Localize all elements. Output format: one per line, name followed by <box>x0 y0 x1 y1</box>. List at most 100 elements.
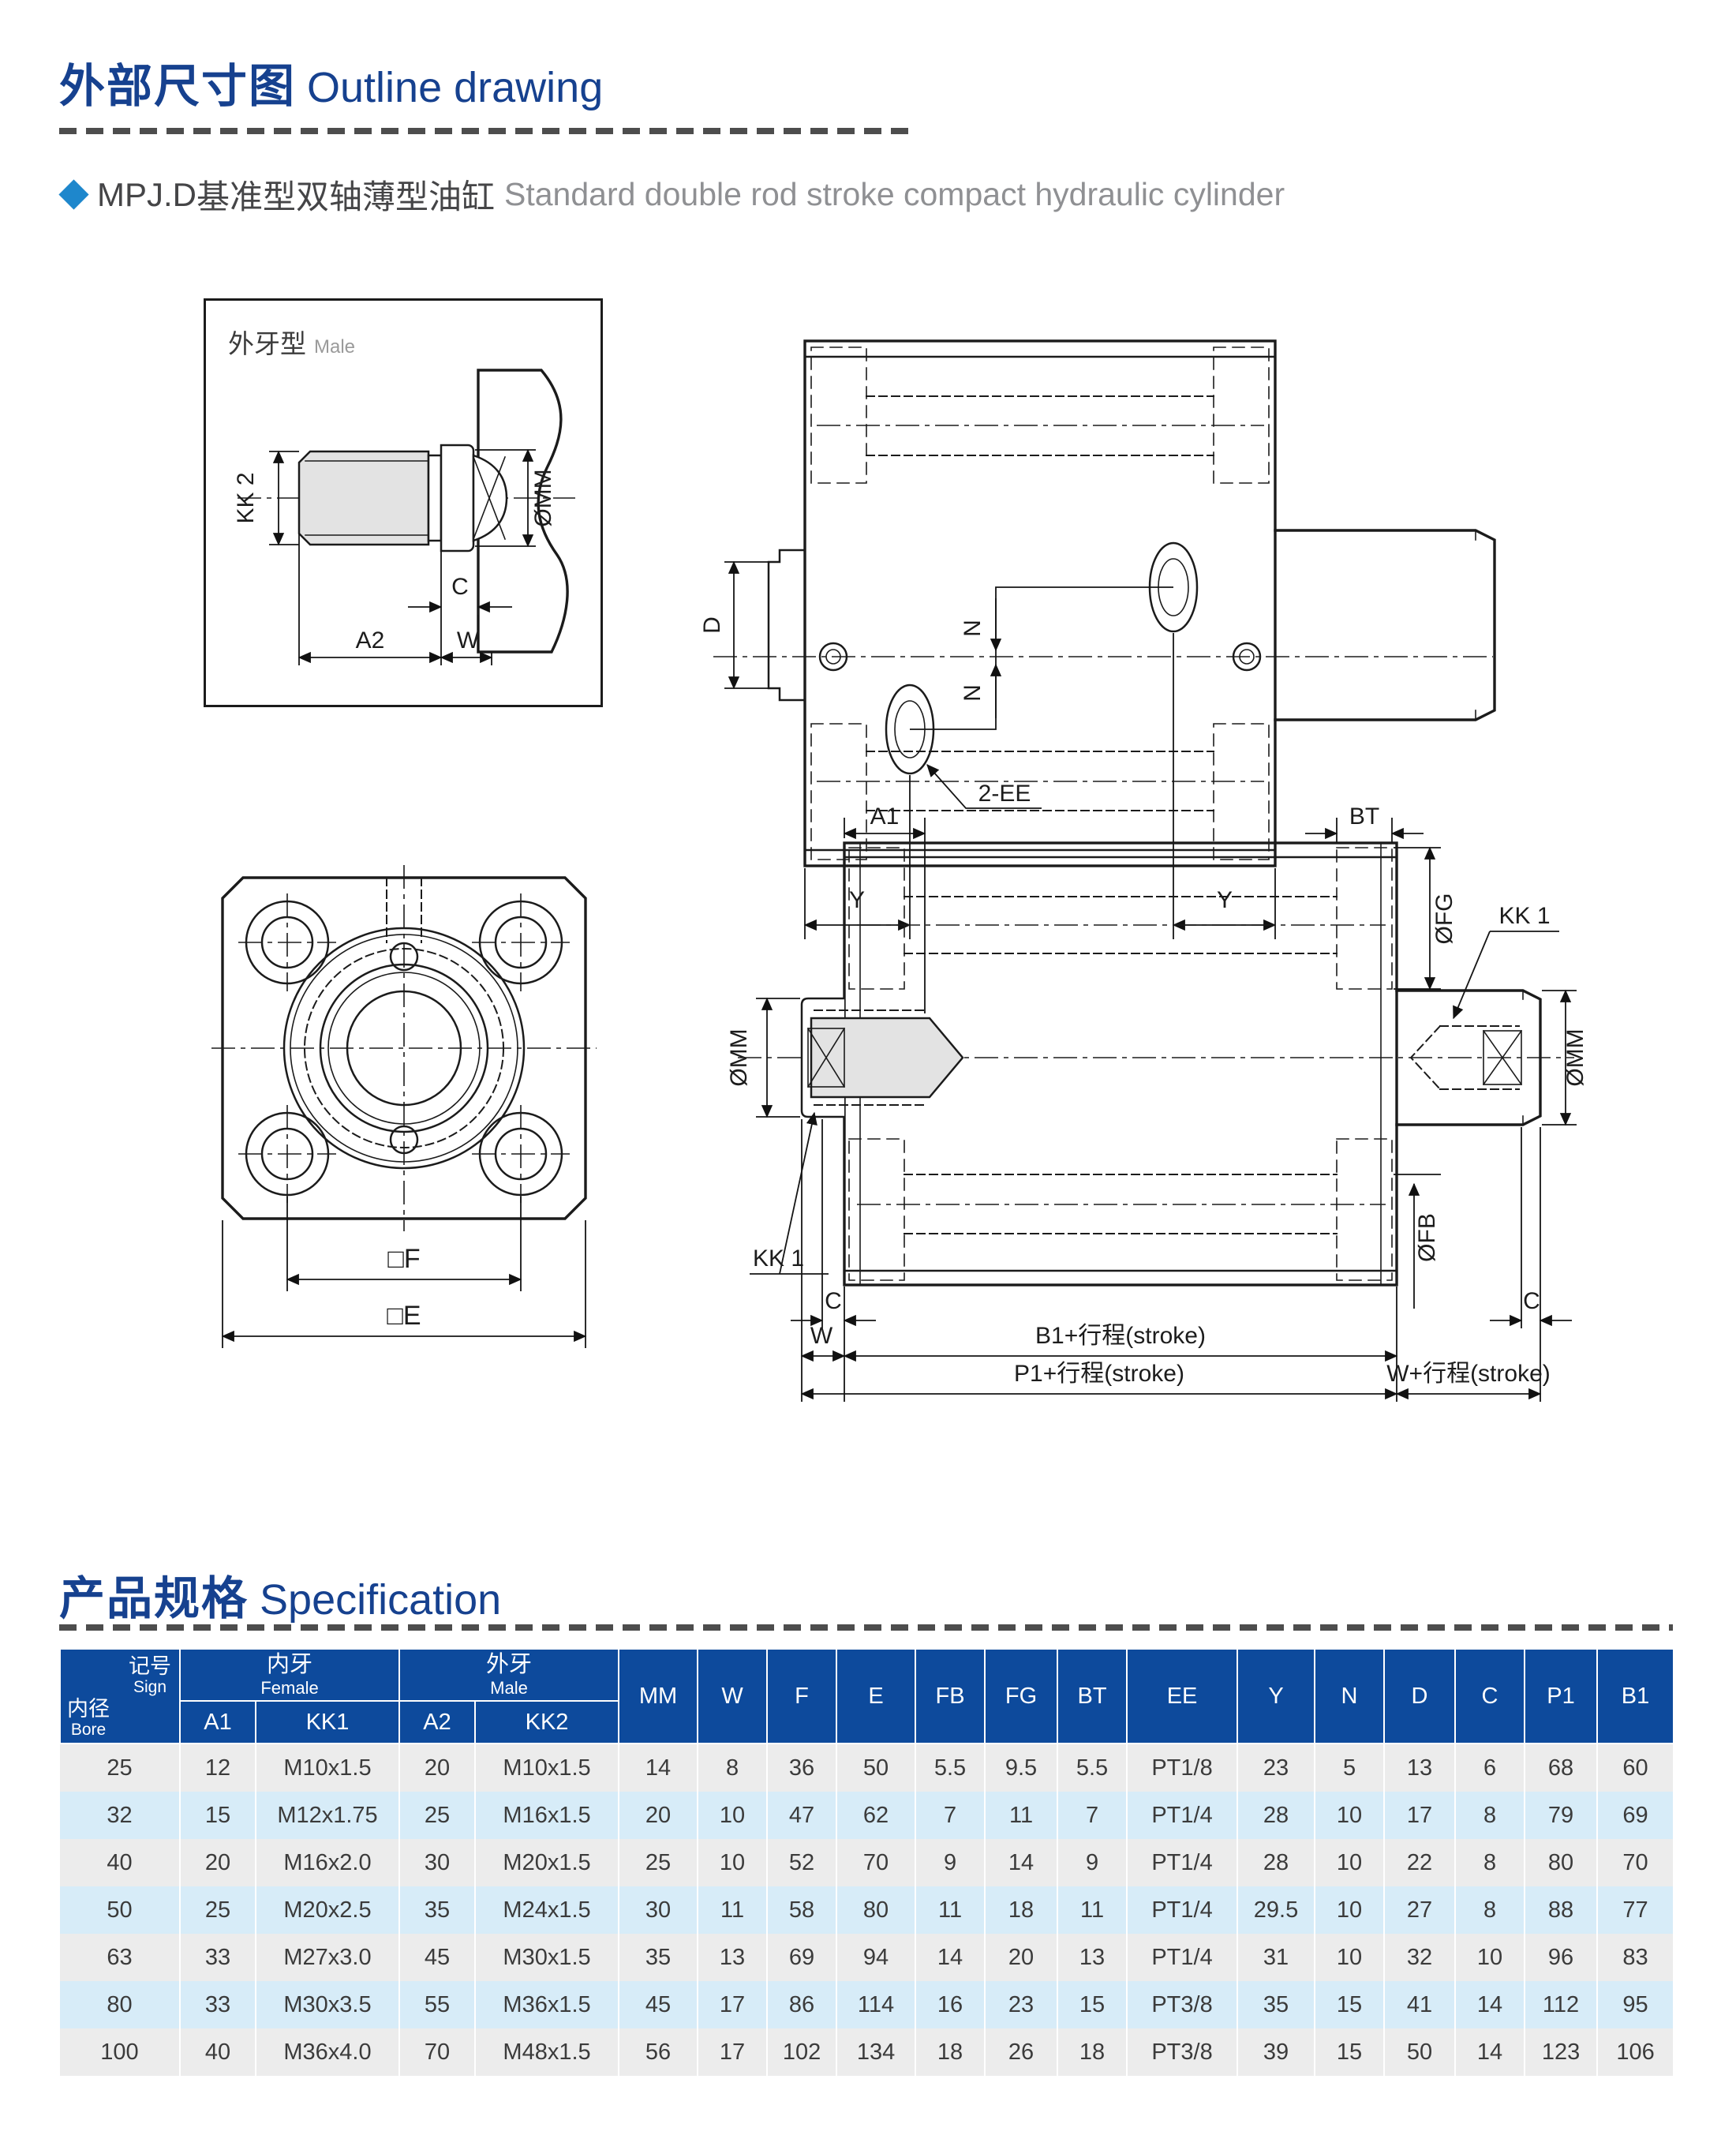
spec-cell: 15 <box>180 1792 256 1839</box>
drawing-front-view: □F □E <box>211 865 597 1348</box>
spec-cell: 58 <box>767 1886 838 1934</box>
spec-cell: 55 <box>399 1981 477 2028</box>
dim-label-f: □F <box>387 1244 420 1274</box>
spec-cell: 25 <box>180 1886 256 1934</box>
spec-cell: 10 <box>1315 1839 1386 1886</box>
spec-cell: 5.5 <box>915 1744 986 1792</box>
male-detail-title-en: Male <box>314 336 355 358</box>
dim-label-bt: BT <box>1349 803 1379 830</box>
dim-label-d: D <box>702 616 725 634</box>
spec-cell: PT1/4 <box>1127 1886 1239 1934</box>
spec-cell: 10 <box>1455 1934 1526 1981</box>
dim-label-a2: A2 <box>356 627 385 654</box>
spec-cell: 41 <box>1384 1981 1457 2028</box>
spec-cell: 60 <box>1597 1744 1675 1792</box>
header-cell-ee: EE <box>1126 1648 1239 1744</box>
spec-cell: 9 <box>915 1839 986 1886</box>
section1-title-en: Outline drawing <box>307 64 604 111</box>
section-label-n: N <box>960 684 986 702</box>
spec-cell: M20x2.5 <box>256 1886 401 1934</box>
header-cell-kk1: KK1 <box>254 1700 401 1744</box>
spec-cell: 102 <box>767 2028 838 2076</box>
spec-cell: 77 <box>1597 1886 1675 1934</box>
spec-cell: 29.5 <box>1237 1886 1316 1934</box>
spec-cell: 16 <box>915 1981 986 2028</box>
spec-cell: 69 <box>1597 1792 1675 1839</box>
header-cell-fb: FB <box>915 1648 986 1744</box>
spec-cell: 20 <box>985 1934 1059 1981</box>
header-sign-zh: 记号 <box>129 1654 171 1678</box>
spec-cell: 13 <box>698 1934 769 1981</box>
header-cell-b1: B1 <box>1596 1648 1675 1744</box>
spec-cell: 14 <box>619 1744 699 1792</box>
dim-label-c-left: C <box>825 1288 842 1314</box>
section2-divider <box>59 1624 1673 1631</box>
spec-cell: M16x1.5 <box>475 1792 620 1839</box>
spec-cell: 14 <box>1455 2028 1526 2076</box>
dim-label-b1: B1+行程(stroke) <box>1035 1323 1206 1349</box>
product-model: MPJ.D <box>97 175 196 213</box>
spec-cell: 80 <box>1525 1839 1599 1886</box>
spec-cell: 8 <box>1455 1792 1526 1839</box>
thread-label-kk1-top: KK 1 <box>1498 903 1550 929</box>
spec-cell: PT1/4 <box>1127 1839 1239 1886</box>
header-cell-n: N <box>1314 1648 1386 1744</box>
header-cell-female: 内牙 Female <box>178 1648 401 1702</box>
spec-cell: 17 <box>698 1981 769 2028</box>
spec-cell: 52 <box>767 1839 838 1886</box>
header-cell-fg: FG <box>984 1648 1059 1744</box>
spec-cell: 20 <box>399 1744 477 1792</box>
header-bore-zh: 内径 <box>67 1697 110 1721</box>
spec-cell: PT1/4 <box>1127 1792 1239 1839</box>
bolt-hole <box>238 893 336 991</box>
spec-cell: 30 <box>399 1839 477 1886</box>
spec-cell: 32 <box>1384 1934 1457 1981</box>
dim-label-mm-left: ØMM <box>726 1028 752 1086</box>
spec-cell: 30 <box>619 1886 699 1934</box>
spec-cell: 134 <box>836 2028 917 2076</box>
bolt-hole <box>472 893 570 991</box>
spec-cell: 7 <box>1057 1792 1128 1839</box>
spec-cell: M12x1.75 <box>256 1792 401 1839</box>
header-cell-f: F <box>766 1648 838 1744</box>
spec-cell: 9 <box>1057 1839 1128 1886</box>
male-detail-title-zh: 外牙型 <box>228 329 306 358</box>
dim-label-a1: A1 <box>870 803 900 830</box>
spec-cell: 20 <box>619 1792 699 1839</box>
spec-cell: 12 <box>180 1744 256 1792</box>
spec-cell: 28 <box>1237 1792 1316 1839</box>
header-cell-w: W <box>697 1648 769 1744</box>
spec-cell: 70 <box>836 1839 917 1886</box>
spec-cell: 50 <box>1384 2028 1457 2076</box>
spec-cell: 36 <box>767 1744 838 1792</box>
product-desc-en: Standard double rod stroke compact hydra… <box>504 176 1285 212</box>
header-cell-a1: A1 <box>179 1700 256 1744</box>
spec-cell: 96 <box>1525 1934 1599 1981</box>
spec-cell: 88 <box>1525 1886 1599 1934</box>
spec-cell: 22 <box>1384 1839 1457 1886</box>
header-bore-en: Bore <box>70 1721 107 1739</box>
spec-cell: 13 <box>1384 1744 1457 1792</box>
spec-cell: 17 <box>698 2028 769 2076</box>
right-rod <box>1274 529 1496 721</box>
spec-cell: 33 <box>180 1981 256 2028</box>
dim-label-w-stroke: W+行程(stroke) <box>1386 1361 1551 1387</box>
spec-cell: 7 <box>915 1792 986 1839</box>
bolt-hole <box>472 1105 570 1203</box>
spec-cell: 50 <box>836 1744 917 1792</box>
spec-cell: 23 <box>1237 1744 1316 1792</box>
diamond-bullet-icon <box>58 179 89 210</box>
spec-cell: 32 <box>60 1792 181 1839</box>
spec-cell: 63 <box>60 1934 181 1981</box>
section1-divider <box>59 128 911 134</box>
header-cell-d: D <box>1383 1648 1457 1744</box>
spec-cell: 8 <box>1455 1886 1526 1934</box>
spec-cell: 8 <box>698 1744 769 1792</box>
dim-label-c-right: C <box>1523 1288 1540 1314</box>
